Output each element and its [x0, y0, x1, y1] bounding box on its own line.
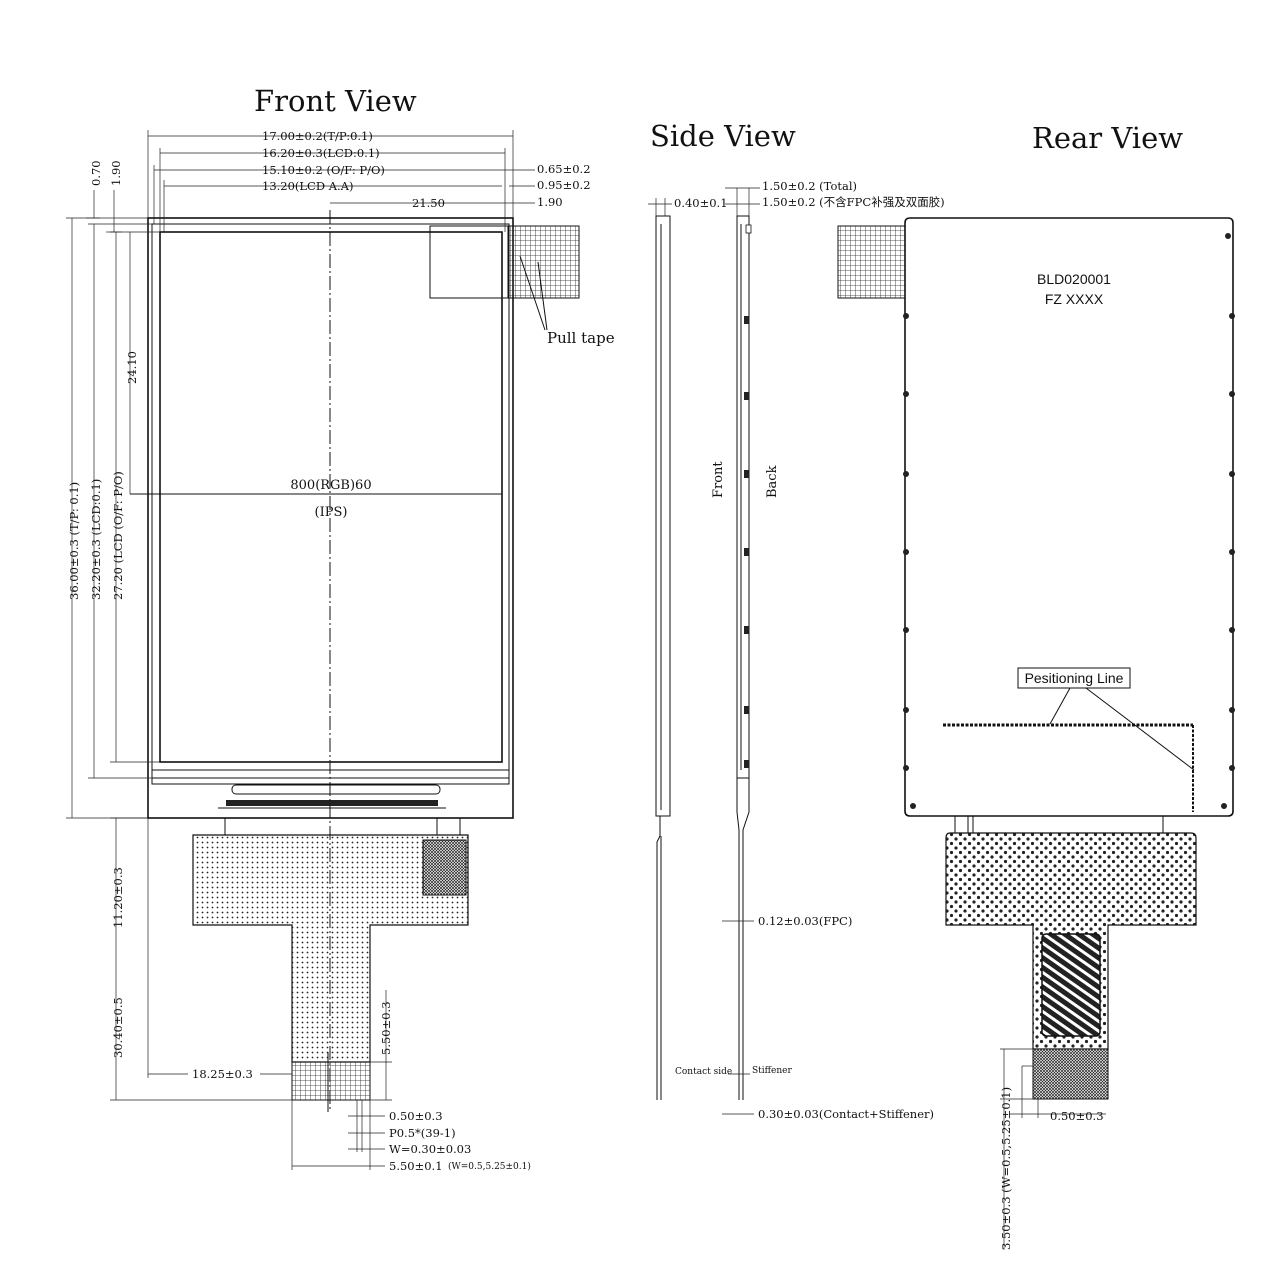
dim-24-10: 24.10	[125, 351, 139, 384]
resolution-label: 800(RGB)60	[290, 478, 371, 493]
dim-pin-width: W=0.30±0.03	[389, 1142, 471, 1156]
rear-view: BLD020001 FZ XXXX Pesitioning Line 0.50±…	[837, 217, 1235, 1250]
stiffener-label: Stiffener	[752, 1066, 793, 1076]
active-area	[159, 231, 503, 763]
fpc-dims: 11.20±0.3 30.40±0.5 18.25±0.3 5.50±0.3 0…	[110, 817, 531, 1173]
dim-11-20: 11.20±0.3	[111, 867, 125, 928]
dim-21-50: 21.50	[412, 196, 445, 210]
dim-width-of: 15.10±0.2 (O/F: P/O)	[262, 163, 385, 177]
dim-width-tp: 17.00±0.2(T/P:0.1)	[262, 129, 373, 143]
dim-1-90-right: 1.90	[537, 195, 563, 209]
dim-0-95: 0.95±0.2	[537, 178, 591, 192]
dim-0-70: 0.70	[89, 160, 103, 186]
front-view-title: Front View	[254, 84, 417, 118]
rear-dim-3-50: 3.50±0.3 (W=0.5,5.25±0.1)	[999, 1087, 1013, 1250]
dim-18-25: 18.25±0.3	[192, 1067, 253, 1081]
rear-pins	[1032, 1048, 1109, 1100]
positioning-line-label: Pesitioning Line	[1025, 670, 1124, 686]
rear-outline	[904, 217, 1234, 817]
dim-height-lcd: 32.20±0.3 (LCD:0.1)	[89, 479, 103, 600]
dim-pin-0-50: 0.50±0.3	[389, 1109, 443, 1123]
dim-height-tp: 36.00±0.3 (T/P: 0.1)	[67, 482, 81, 600]
front-top-dims: 17.00±0.2(T/P:0.1) 16.20±0.3(LCD:0.1) 15…	[147, 129, 591, 232]
side-view-title: Side View	[650, 119, 796, 153]
dim-height-of: 27.20 (LCD (O/F: P/O)	[111, 471, 125, 600]
side-tabs	[744, 316, 749, 768]
side-fpc-dim: 0.12±0.03(FPC)	[758, 914, 852, 928]
dim-width-lcd: 16.20±0.3(LCD:0.1)	[262, 146, 380, 160]
dim-0-65: 0.65±0.2	[537, 162, 591, 176]
contact-side-label: Contact side	[675, 1067, 732, 1077]
side-dim-total: 1.50±0.2 (Total)	[762, 179, 857, 193]
dim-pin-total-note: (W=0.5,5.25±0.1)	[448, 1161, 531, 1172]
rear-pull-tape	[837, 225, 906, 299]
pull-tape-label: Pull tape	[547, 329, 615, 347]
rear-stiffener	[1041, 933, 1101, 1037]
rear-dim-0-50: 0.50±0.3	[1050, 1109, 1104, 1123]
rear-code-label: FZ XXXX	[1045, 291, 1104, 307]
dim-30-40: 30.40±0.5	[111, 997, 125, 1058]
front-left-dims: 0.70 1.90 24.10 36.00±0.3 (T/P: 0.1) 32.…	[66, 160, 160, 819]
pull-tape	[507, 225, 580, 299]
side-back-label: Back	[765, 465, 780, 498]
rear-view-title: Rear View	[1032, 121, 1183, 155]
dim-pin-total: 5.50±0.1	[389, 1159, 443, 1173]
dim-width-aa: 13.20(LCD A.A)	[262, 179, 353, 193]
side-dim-without-fpc: 1.50±0.2 (不含FPC补强及双面胶)	[762, 195, 945, 209]
front-view: 800(RGB)60 (IPS) Pull tape	[130, 210, 615, 1112]
side-dim-0-40: 0.40±0.1	[674, 196, 728, 210]
rear-model-label: BLD020001	[1037, 271, 1111, 287]
rear-tabs	[903, 233, 1235, 809]
side-front-label: Front	[711, 461, 726, 498]
dim-pin-pitch: P0.5*(39-1)	[389, 1126, 456, 1140]
panel-type-label: (IPS)	[315, 505, 348, 520]
fpc-pins	[291, 1061, 371, 1101]
dim-5-50-vertical: 5.50±0.3	[379, 1001, 393, 1055]
side-view: 1.50±0.2 (Total) 1.50±0.2 (不含FPC补强及双面胶) …	[648, 179, 945, 1121]
dim-1-90-left: 1.90	[109, 160, 123, 186]
side-bottom-dim: 0.30±0.03(Contact+Stiffener)	[758, 1107, 934, 1121]
